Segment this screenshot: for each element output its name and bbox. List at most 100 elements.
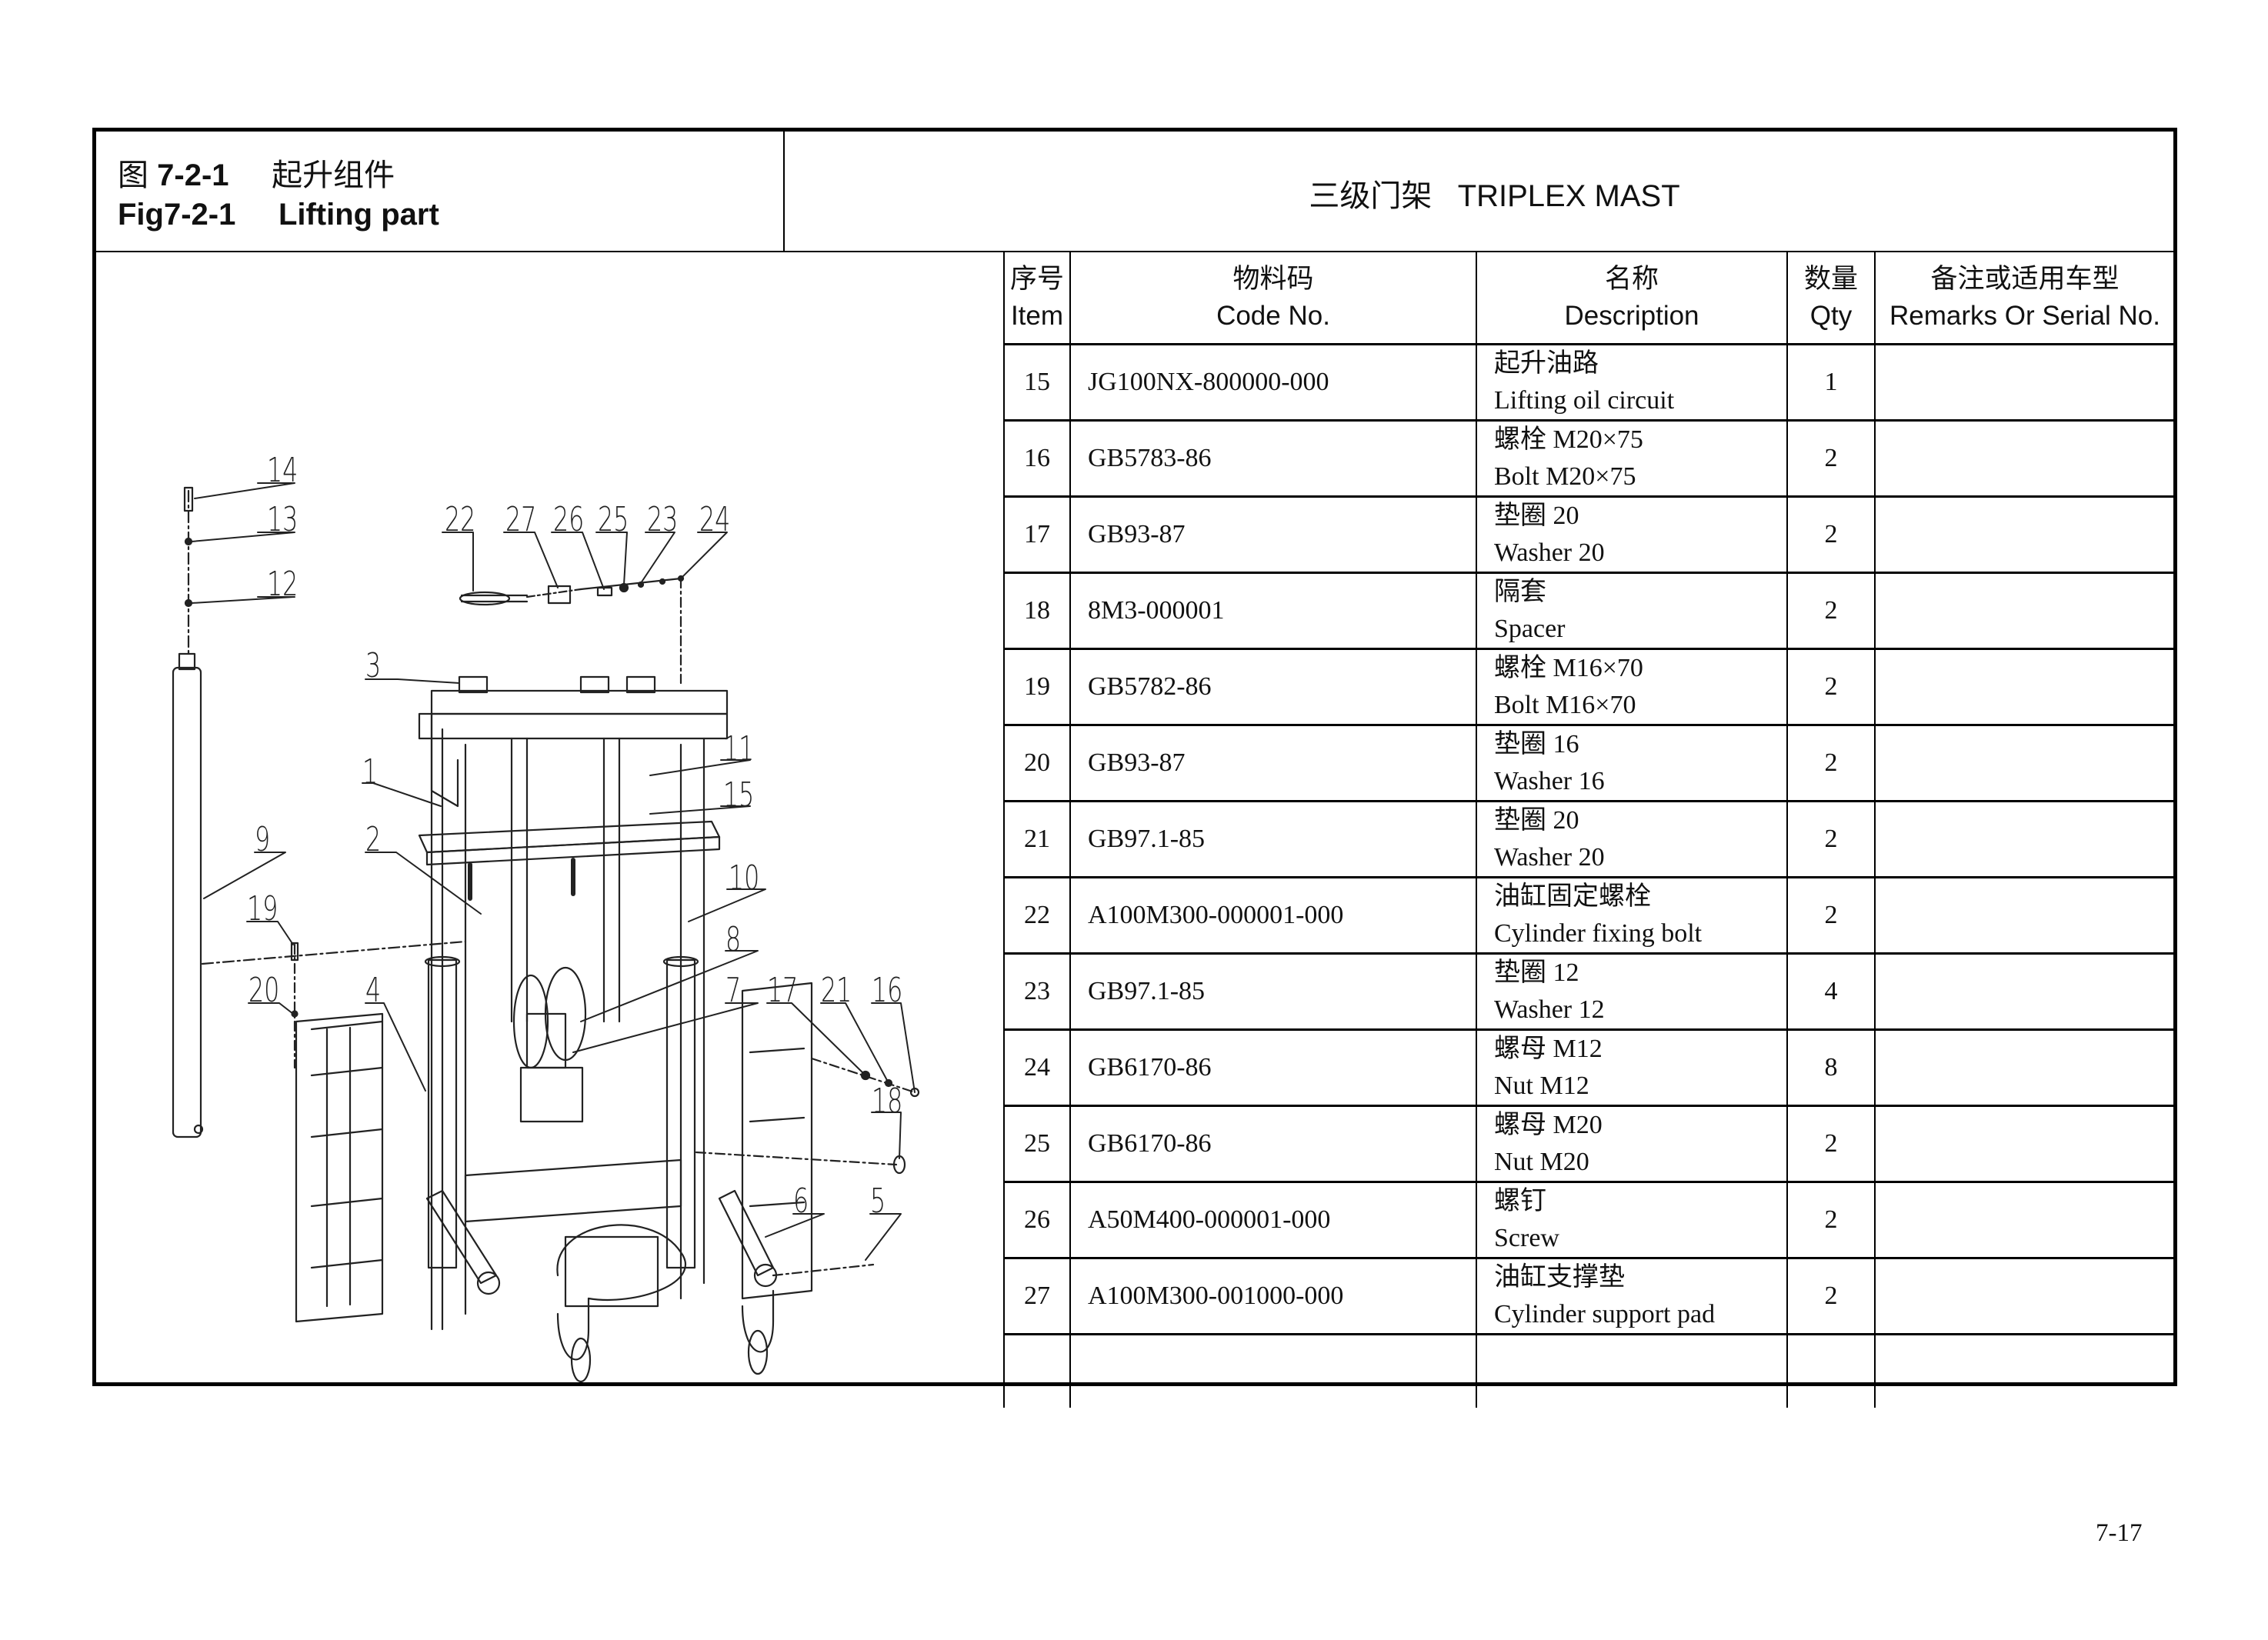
- assembly-title-cell: 三级门架 TRIPLEX MAST: [785, 132, 2173, 252]
- callout-label: 12: [267, 565, 299, 604]
- description-cn: 垫圈 16: [1494, 730, 1579, 758]
- callout-label: 13: [267, 500, 299, 539]
- cell-item: 26: [1003, 1181, 1071, 1259]
- cell-item: 15: [1003, 343, 1071, 422]
- cell-remarks: [1874, 1257, 2174, 1335]
- cell-item: 18: [1003, 572, 1071, 650]
- figure-title-en: Fig7-2-1 Lifting part: [118, 198, 439, 232]
- cell-remarks: [1874, 1105, 2174, 1183]
- callout-label: 27: [505, 500, 537, 539]
- callout-label: 25: [598, 500, 629, 539]
- cell-remarks: [1874, 343, 2174, 422]
- description-en: Bolt M20×75: [1494, 462, 1636, 491]
- cell-code: GB6170-86: [1069, 1028, 1477, 1107]
- callout-leaders: [191, 482, 916, 1261]
- assembly-title-cn: 三级门架: [1309, 178, 1433, 213]
- figure-title-cell: 图 7-2-1 起升组件 Fig7-2-1 Lifting part: [96, 132, 785, 252]
- description-en: Washer 20: [1494, 538, 1605, 567]
- col-header-code: 物料码 Code No.: [1069, 252, 1477, 345]
- col-header-code-cn: 物料码: [1232, 264, 1314, 294]
- col-header-item-cn: 序号: [1009, 264, 1064, 294]
- cell-remarks: [1874, 1028, 2174, 1107]
- description-cn: 隔套: [1494, 578, 1546, 606]
- cell-qty: 2: [1786, 495, 1876, 574]
- cell-remarks: [1874, 724, 2174, 802]
- callout-label: 21: [821, 971, 852, 1010]
- cell-qty: [1786, 1333, 1876, 1408]
- cell-remarks: [1874, 648, 2174, 726]
- description-cn: 油缸固定螺栓: [1494, 882, 1651, 911]
- cell-remarks: [1874, 952, 2174, 1031]
- cell-item: 23: [1003, 952, 1071, 1031]
- cell-item: 22: [1003, 876, 1071, 955]
- description-en: Screw: [1494, 1224, 1559, 1252]
- callout-label: 3: [365, 646, 382, 685]
- col-header-code-en: Code No.: [1216, 301, 1330, 331]
- valve-and-hoses: [556, 1224, 687, 1308]
- cell-code: GB5782-86: [1069, 648, 1477, 726]
- cell-remarks: [1874, 495, 2174, 574]
- cell-code: GB6170-86: [1069, 1105, 1477, 1183]
- cell-code: A100M300-000001-000: [1069, 876, 1477, 955]
- cell-qty: 2: [1786, 876, 1876, 955]
- callout-label: 7: [725, 971, 742, 1010]
- lift-cylinder-drawing: [172, 486, 204, 1138]
- cell-qty: 4: [1786, 952, 1876, 1031]
- cell-remarks: [1874, 876, 2174, 955]
- callout-label: 10: [729, 858, 760, 898]
- cell-description: 隔套 Spacer: [1476, 572, 1788, 650]
- figure-label-en: Fig7-2-1: [118, 198, 236, 232]
- description-en: Cylinder support pad: [1494, 1300, 1716, 1328]
- figure-title-cn: 图 7-2-1 起升组件: [118, 150, 395, 195]
- col-header-description-cn: 名称: [1604, 264, 1659, 294]
- inner-cylinders: [424, 955, 699, 1269]
- description-cn: 螺栓 M16×70: [1494, 654, 1643, 682]
- mast-middle-crossbar: [418, 820, 721, 901]
- callout-label: 9: [255, 820, 271, 859]
- callout-label: 2: [365, 820, 382, 859]
- cell-code: GB93-87: [1069, 724, 1477, 802]
- callout-label: 22: [445, 500, 476, 539]
- parts-page-frame: 图 7-2-1 起升组件 Fig7-2-1 Lifting part 三级门架 …: [92, 128, 2177, 1408]
- cell-qty: 2: [1786, 648, 1876, 726]
- col-header-item-en: Item: [1010, 301, 1064, 331]
- figure-prefix-cn: 图: [118, 158, 148, 192]
- description-cn: 螺母 M20: [1494, 1111, 1603, 1139]
- description-en: Spacer: [1494, 615, 1566, 643]
- cell-qty: 2: [1786, 419, 1876, 498]
- cell-code: A50M400-000001-000: [1069, 1181, 1477, 1259]
- col-header-remarks-en: Remarks Or Serial No.: [1889, 301, 2161, 331]
- col-header-item: 序号 Item: [1003, 252, 1071, 345]
- callout-label: 17: [767, 971, 799, 1010]
- cell-code: [1069, 1333, 1477, 1408]
- cell-qty: 2: [1786, 572, 1876, 650]
- col-header-description-en: Description: [1564, 301, 1699, 331]
- callout-label: 11: [723, 729, 755, 768]
- chain-pulleys: [512, 966, 587, 1123]
- callout-label: 14: [267, 451, 299, 490]
- description-en: Nut M20: [1494, 1148, 1589, 1176]
- cell-qty: 2: [1786, 1257, 1876, 1335]
- callout-label: 1: [362, 752, 379, 792]
- cell-item: 24: [1003, 1028, 1071, 1107]
- assembly-title-en: TRIPLEX MAST: [1457, 178, 1680, 213]
- callout-label: 8: [725, 920, 742, 959]
- col-header-qty-en: Qty: [1809, 301, 1853, 331]
